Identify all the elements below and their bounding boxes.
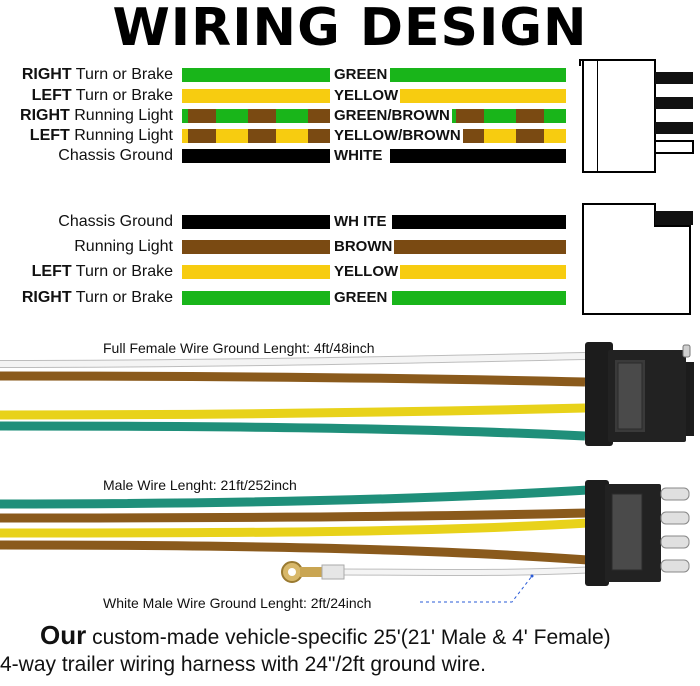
- side-label: RIGHT: [21, 66, 72, 83]
- male-harness: [0, 480, 690, 586]
- wire-stripe: [308, 129, 330, 143]
- four-way-flat-connector: [566, 203, 693, 315]
- wire-segment: [390, 89, 580, 103]
- side-label: LEFT: [31, 87, 72, 104]
- ground-caption: White Male Wire Ground Lenght: 2ft/24inc…: [103, 595, 372, 611]
- function-text: Chassis Ground: [58, 147, 173, 164]
- wire-function-label: Chassis Ground: [58, 147, 173, 165]
- side-label: RIGHT: [20, 107, 70, 124]
- wire-segment: [390, 68, 580, 82]
- wire-function-label: Running Light: [74, 238, 173, 256]
- four-way-wires: [182, 215, 580, 305]
- wire-segment: [392, 240, 580, 254]
- wire-stripe: [248, 129, 276, 143]
- wire-function-label: Chassis Ground: [58, 213, 173, 231]
- wire-color-label: GREEN/BROWN: [332, 107, 452, 125]
- wire-function-label: RIGHT Turn or Brake: [22, 66, 173, 84]
- wire-segment: [182, 240, 330, 254]
- five-way-flat-connector: [566, 59, 694, 173]
- wire-segment: [390, 149, 580, 163]
- wire-stripe: [248, 109, 276, 123]
- side-label: RIGHT: [21, 289, 72, 306]
- function-text: Running Light: [74, 238, 173, 255]
- wire-stripe: [456, 109, 484, 123]
- wire-function-label: LEFT Running Light: [30, 127, 173, 145]
- side-label: LEFT: [31, 263, 72, 280]
- wire-segment: [392, 291, 580, 305]
- wire-function-label: LEFT Turn or Brake: [32, 263, 173, 281]
- wire-color-label: GREEN: [332, 66, 390, 84]
- wire-stripe: [188, 109, 216, 123]
- wire-segment: [182, 265, 330, 279]
- page-title: WIRING DESIGN: [112, 0, 588, 58]
- wire-segment: [182, 149, 330, 163]
- wire-color-label: YELLOW: [332, 87, 401, 105]
- function-text: Turn or Brake: [75, 87, 173, 104]
- wire-function-label: RIGHT Turn or Brake: [22, 289, 173, 307]
- wire-stripe: [188, 129, 216, 143]
- female-harness: [0, 342, 694, 446]
- footer-line-2: 4-way trailer wiring harness with 24"/2f…: [0, 653, 486, 676]
- wire-segment: [392, 265, 580, 279]
- wire-color-label: YELLOW/BROWN: [332, 127, 463, 145]
- wire-segment: [182, 68, 330, 82]
- function-text: Turn or Brake: [75, 66, 173, 83]
- wire-stripe: [516, 109, 544, 123]
- footer-bold: Our: [40, 620, 87, 650]
- wire-color-label: YELLOW: [332, 263, 401, 281]
- function-text: Chassis Ground: [58, 213, 173, 230]
- footer-line-1-text: custom-made vehicle-specific 25'(21' Mal…: [86, 626, 611, 649]
- function-text: Running Light: [74, 127, 173, 144]
- ground-callout-line: [420, 575, 533, 603]
- wire-color-label: BROWN: [332, 238, 395, 256]
- female-caption: Full Female Wire Ground Lenght: 4ft/48in…: [103, 340, 375, 356]
- wire-color-label: WH ITE: [332, 213, 389, 231]
- wire-stripe: [456, 129, 484, 143]
- wire-stripe: [308, 109, 330, 123]
- side-label: LEFT: [29, 127, 70, 144]
- footer-line-1: Our custom-made vehicle-specific 25'(21'…: [40, 622, 611, 651]
- wire-segment: [392, 215, 580, 229]
- wire-segment: [182, 89, 330, 103]
- wire-segment: [182, 215, 330, 229]
- male-caption: Male Wire Lenght: 21ft/252inch: [103, 477, 297, 493]
- function-text: Turn or Brake: [75, 263, 173, 280]
- function-text: Running Light: [74, 107, 173, 124]
- wire-stripe: [516, 129, 544, 143]
- wire-color-label: GREEN: [332, 289, 390, 307]
- wire-function-label: RIGHT Running Light: [20, 107, 173, 125]
- wire-function-label: LEFT Turn or Brake: [32, 87, 173, 105]
- function-text: Turn or Brake: [75, 289, 173, 306]
- wire-color-label: WHITE: [332, 147, 385, 165]
- wire-segment: [182, 291, 330, 305]
